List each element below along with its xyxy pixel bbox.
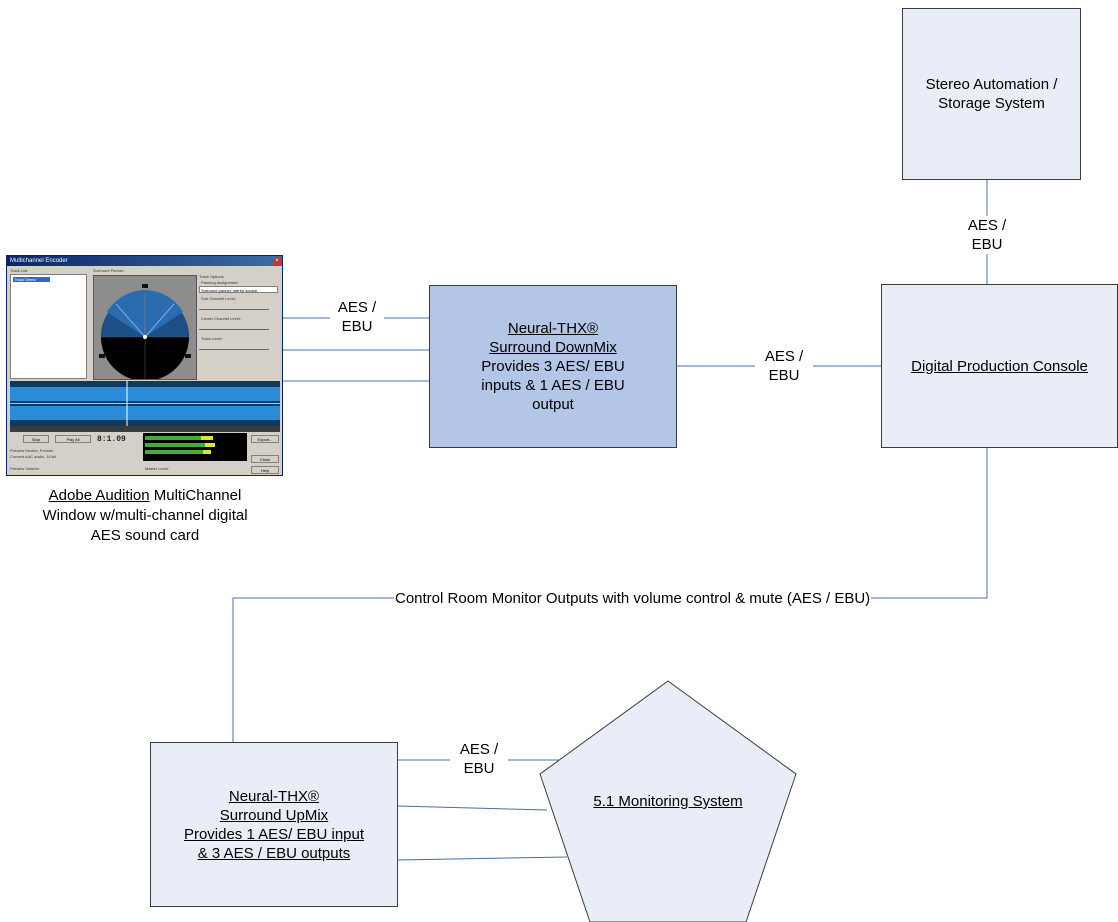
track-options-label: Track Options — [199, 274, 224, 279]
downmix-node: Neural-THX® Surround DownMix Provides 3 … — [429, 285, 677, 448]
sub-channel-label: Sub Channel Level: — [201, 296, 236, 301]
waveform-display — [10, 381, 280, 426]
panning-assignment-select[interactable]: Surround panner, stereo source — [199, 286, 278, 293]
upmix-line2: Surround UpMix — [219, 806, 329, 824]
preview-device-label: Preview Device, Format: — [10, 448, 54, 453]
edge-label-stereo-console: AES / EBU — [958, 216, 1016, 254]
track-list-label: Track List: — [10, 268, 29, 273]
edge-label-stereo-console-line1: AES / — [967, 217, 1007, 234]
upmix-node: Neural-THX® Surround UpMix Provides 1 AE… — [150, 742, 398, 907]
master-level-label: Master Level: — [145, 466, 170, 471]
downmix-body-line3: output — [532, 396, 574, 413]
monitoring-label: 5.1 Monitoring System — [593, 793, 743, 810]
upmix-line4: & 3 AES / EBU outputs — [197, 844, 351, 862]
waveform-graphic — [10, 381, 280, 426]
edge-label-downmix-console-line1: AES / — [764, 348, 804, 365]
center-channel-label: Center Channel Level: — [201, 316, 241, 321]
preview-volume-label: Preview Volume: — [10, 466, 40, 471]
sub-channel-slider[interactable] — [199, 304, 269, 310]
play-all-button[interactable]: Play All — [55, 435, 91, 443]
downmix-title-line2: Surround DownMix — [489, 339, 617, 356]
downmix-body-line1: Provides 3 AES/ EBU — [481, 358, 625, 375]
edge-label-downmix-console-line2: EBU — [768, 367, 800, 384]
level-meter-graphic — [145, 436, 215, 454]
downmix-title-line1: Neural-THX® — [507, 320, 599, 337]
close-icon: × — [273, 257, 281, 265]
upmix-line3: Provides 1 AES/ EBU input — [183, 825, 365, 843]
help-button[interactable]: Help — [251, 466, 279, 474]
timeline-ruler — [10, 426, 280, 432]
edge-upmix-monitoring-2 — [397, 805, 548, 811]
upmix-line1: Neural-THX® — [228, 787, 320, 805]
production-console-label: Digital Production Console — [911, 357, 1088, 375]
track-item: Track Demo — [13, 277, 50, 282]
edge-upmix-monitoring-3 — [397, 856, 568, 861]
level-meter — [143, 433, 247, 461]
stop-button[interactable]: Stop — [23, 435, 49, 443]
center-channel-slider[interactable] — [199, 324, 269, 330]
stereo-automation-line2: Storage System — [938, 95, 1045, 112]
edge-label-encoder-downmix: AES / EBU — [330, 298, 384, 336]
preview-device-value: Convert AAC audio, 16-bit — [10, 454, 57, 459]
encoder-caption: Adobe Audition MultiChannel Window w/mul… — [0, 486, 290, 546]
surround-panner-label: Surround Panner: — [93, 268, 125, 273]
stereo-automation-line1: Stereo Automation / — [925, 76, 1058, 93]
edge-label-console-upmix: Control Room Monitor Outputs with volume… — [394, 589, 872, 608]
track-list: Track Demo — [10, 274, 87, 379]
panning-assignment-label: Panning Assignment: — [201, 280, 239, 285]
encoder-caption-line1: Adobe Audition MultiChannel — [0, 486, 290, 506]
edge-label-upmix-monitoring: AES / EBU — [450, 740, 508, 778]
edge-label-upmix-monitoring-line1: AES / — [459, 741, 499, 758]
encoder-caption-rest: MultiChannel — [149, 487, 242, 504]
time-display: 8:1.09 — [97, 435, 126, 444]
edge-label-stereo-console-line2: EBU — [971, 236, 1003, 253]
encoder-caption-line2: Window w/multi-channel digital — [42, 507, 248, 524]
track-level-label: Track Level: — [201, 336, 223, 341]
production-console-node: Digital Production Console — [881, 284, 1118, 448]
multichannel-encoder-window: Multichannel Encoder × Track List: Track… — [6, 255, 283, 476]
encoder-caption-line3: AES sound card — [90, 527, 200, 544]
encoder-titlebar: Multichannel Encoder × — [7, 256, 282, 266]
panner-graphic — [99, 284, 191, 379]
monitoring-pentagon — [539, 680, 797, 922]
surround-panner — [93, 275, 197, 380]
track-level-slider[interactable] — [199, 344, 269, 350]
edge-label-encoder-downmix-line1: AES / — [337, 299, 377, 316]
edge-label-upmix-monitoring-line2: EBU — [463, 760, 495, 777]
export-button[interactable]: Export... — [251, 435, 279, 443]
downmix-body-line2: inputs & 1 AES / EBU — [481, 377, 625, 394]
stereo-automation-node: Stereo Automation / Storage System — [902, 8, 1081, 180]
track-options: Track Options Panning Assignment: Surrou… — [199, 274, 279, 377]
edge-label-downmix-console: AES / EBU — [755, 347, 813, 385]
edge-label-encoder-downmix-line2: EBU — [341, 318, 373, 335]
encoder-caption-link: Adobe Audition — [48, 487, 150, 504]
close-button[interactable]: Close — [251, 455, 279, 463]
encoder-title: Multichannel Encoder — [10, 258, 68, 264]
